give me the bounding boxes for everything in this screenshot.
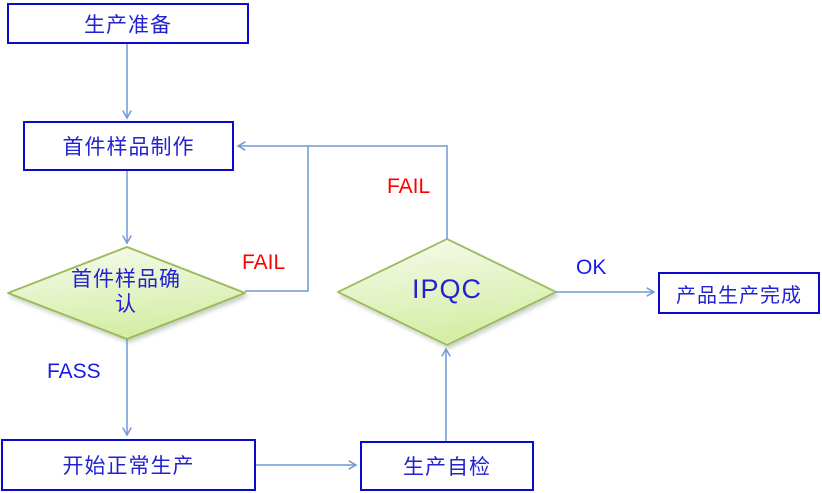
node-production-complete: 产品生产完成 [658,272,820,314]
node-first-sample-making-label: 首件样品制作 [62,135,195,159]
node-first-sample-making: 首件样品制作 [23,121,234,171]
diamond-ipqc [337,238,557,346]
node-start-normal-production: 开始正常生产 [1,439,256,491]
node-production-self-check-label: 生产自检 [403,455,491,479]
edge-label-ok: OK [576,256,607,279]
first-sample-confirm-line1: 首件样品确 [71,267,181,291]
first-sample-confirm-line2: 认 [115,292,137,316]
node-start-normal-production-label: 开始正常生产 [62,454,195,478]
edge-label-fass: FASS [47,360,101,383]
node-production-prep-label: 生产准备 [84,12,172,37]
node-production-self-check: 生产自检 [360,441,534,491]
node-production-prep: 生产准备 [7,3,249,44]
edge-confirm-fail-merge [245,146,309,292]
edge-label-fail-ipqc: FAIL [387,175,431,198]
ipqc-text: IPQC [411,274,482,304]
edge-label-fail-confirm: FAIL [242,251,286,274]
node-production-complete-label: 产品生产完成 [676,284,802,307]
node-first-sample-confirm-label: 首件样品确 认 [56,267,196,317]
node-ipqc-label: IPQC [397,274,497,305]
